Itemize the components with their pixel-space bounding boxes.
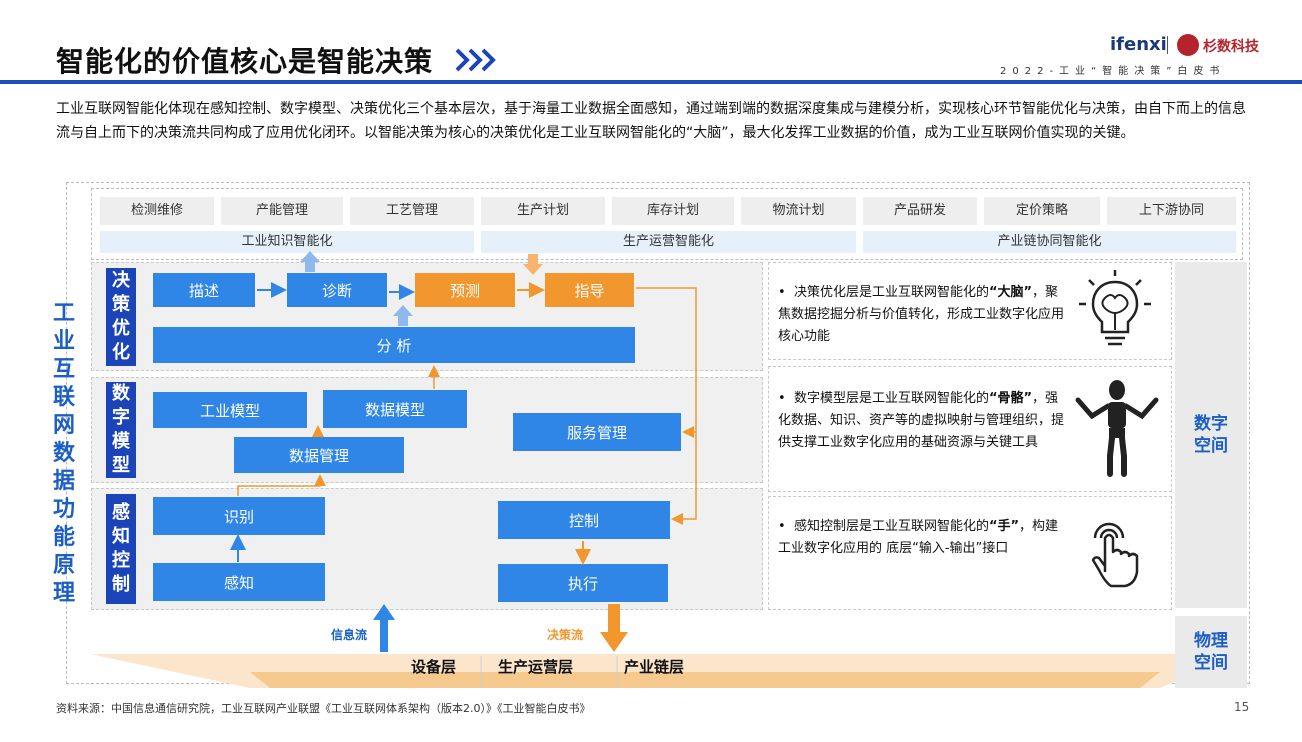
function-item: 检测维修 bbox=[100, 197, 214, 225]
model-layer-label: 数字模型 bbox=[106, 382, 136, 478]
arrow-diagnose-up bbox=[300, 251, 320, 272]
bullet: • bbox=[778, 391, 794, 406]
function-item: 定价策略 bbox=[984, 197, 1100, 225]
application-area bbox=[91, 188, 1243, 260]
identify-box: 识别 bbox=[153, 497, 325, 535]
ifenxi-logo: ifenxi bbox=[1110, 34, 1167, 55]
bullet: • bbox=[778, 519, 794, 534]
describe-box: 描述 bbox=[153, 273, 255, 307]
production-operation-layer-label: 生产运营层 bbox=[498, 658, 574, 676]
sense-box: 感知 bbox=[153, 563, 325, 601]
model-description-panel bbox=[768, 366, 1172, 492]
bullet: • bbox=[778, 285, 794, 300]
function-item: 物流计划 bbox=[741, 197, 856, 225]
function-item: 上下游协同 bbox=[1107, 197, 1236, 225]
shanshu-logo-text: 杉数科技 bbox=[1203, 39, 1259, 55]
arrow-identify-datamgmt bbox=[237, 474, 326, 496]
brain-bulb-icon bbox=[1079, 270, 1151, 346]
function-item: 产能管理 bbox=[221, 197, 343, 225]
sensing-description: • 感知控制层是工业互联网智能化的“手”，构建工业数字化应用的 底层“输入-输出… bbox=[778, 519, 1059, 556]
decision-description-panel bbox=[768, 262, 1172, 360]
function-item: 库存计划 bbox=[612, 197, 734, 225]
arrow-down-to-guide bbox=[523, 254, 543, 275]
data-management-box: 数据管理 bbox=[234, 437, 404, 473]
logo-divider bbox=[1167, 36, 1168, 54]
analyze-box: 分 析 bbox=[153, 327, 635, 363]
page-number: 15 bbox=[1234, 700, 1250, 714]
info-flow-label: 信息流 bbox=[331, 628, 368, 642]
arrow-guide-control bbox=[636, 287, 697, 525]
decision-flow-arrow bbox=[600, 604, 628, 652]
digital-space-label: 数字空间 bbox=[1175, 262, 1247, 608]
model-description: • 数字模型层是工业互联网智能化的“骨骼”，强化数据、知识、资产等的虚拟映射与管… bbox=[778, 391, 1065, 450]
report-subtitle: 2022-工业“智能决策”白皮书 bbox=[1000, 66, 1226, 77]
header-rule bbox=[0, 80, 1302, 84]
skeleton-figure-icon bbox=[1075, 380, 1159, 477]
function-item: 工艺管理 bbox=[350, 197, 474, 225]
category-industrial-knowledge: 工业知识智能化 bbox=[100, 231, 474, 253]
bottom-band-dark bbox=[250, 672, 1160, 688]
triple-chevron-icon bbox=[455, 48, 496, 72]
info-flow-arrow bbox=[373, 604, 395, 652]
guide-box: 指导 bbox=[545, 273, 634, 307]
page-title: 智能化的价值核心是智能决策 bbox=[56, 45, 434, 78]
hand-touch-icon bbox=[1091, 522, 1139, 588]
decision-layer-label: 决策优化 bbox=[106, 268, 136, 366]
source-note: 资料来源：中国信息通信研究院，工业互联网产业联盟《工业互联网体系架构（版本2.0… bbox=[56, 702, 591, 715]
data-model-box: 数据模型 bbox=[323, 390, 467, 428]
sensing-layer-label: 感知控制 bbox=[106, 494, 136, 604]
predict-box: 预测 bbox=[415, 273, 515, 307]
diagnose-box: 诊断 bbox=[287, 273, 387, 307]
service-management-box: 服务管理 bbox=[513, 413, 681, 451]
intro-paragraph: 工业互联网智能化体现在感知控制、数字模型、决策优化三个基本层次，基于海量工业数据… bbox=[56, 101, 1246, 141]
industrial-model-box: 工业模型 bbox=[153, 392, 307, 428]
decision-description: • 决策优化层是工业互联网智能化的“大脑”，聚焦数据挖掘分析与价值转化，形成工业… bbox=[778, 285, 1065, 344]
device-layer-label: 设备层 bbox=[411, 658, 457, 676]
decision-flow-label: 决策流 bbox=[547, 628, 584, 642]
execute-box: 执行 bbox=[498, 564, 668, 602]
control-box: 控制 bbox=[498, 501, 670, 539]
industry-chain-layer-label: 产业链层 bbox=[624, 658, 685, 676]
function-item: 产品研发 bbox=[863, 197, 977, 225]
shanshu-logo-mark-icon bbox=[1177, 34, 1199, 56]
side-title: 工业互联网数据功能原理 bbox=[52, 301, 75, 606]
category-production-operation: 生产运营智能化 bbox=[481, 231, 856, 253]
physical-space-label: 物理空间 bbox=[1175, 616, 1247, 688]
function-item: 生产计划 bbox=[481, 197, 605, 225]
arrow-analyze-diagnose bbox=[393, 305, 413, 326]
category-industry-chain: 产业链协同智能化 bbox=[863, 231, 1236, 253]
